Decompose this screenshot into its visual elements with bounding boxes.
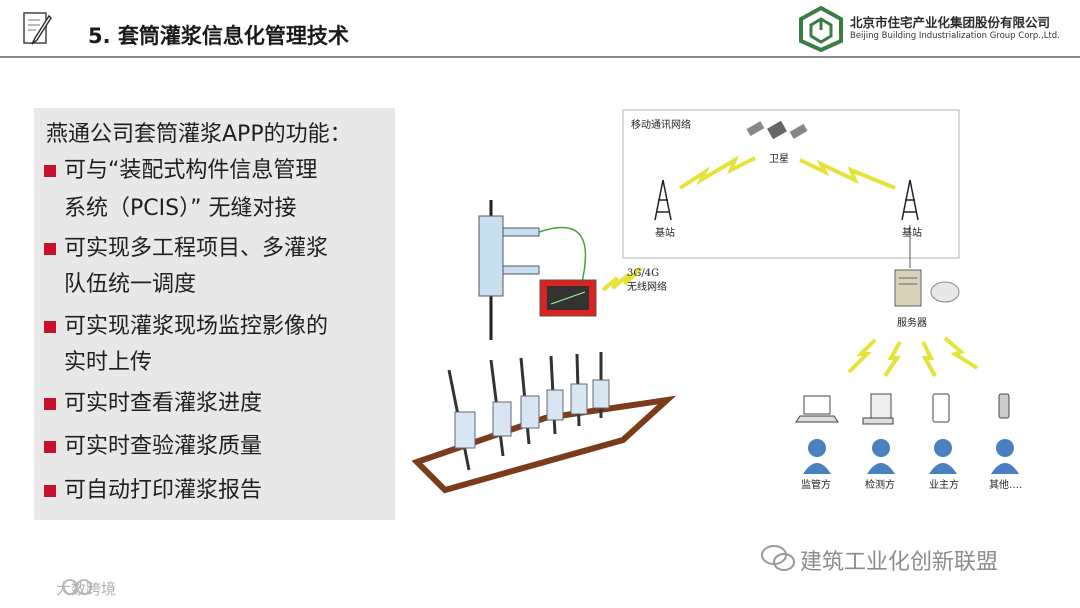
features-panel: 燕通公司套筒灌浆APP的功能： 可与“装配式构件信息管理 系统（PCIS）” 无… [34,108,395,520]
desktop-icon [862,393,894,425]
feature-text: 可实时查验灌浆质量 [64,434,263,459]
satellite-label: 卫星 [769,153,789,165]
feature-text: 可实现多工程项目、多灌浆 [64,236,329,261]
company-name-cn: 北京市住宅产业化集团股份有限公司 [850,15,1051,30]
network-label: 移动通讯网络 [631,118,691,131]
lightning-icon [883,341,902,378]
header-divider [0,56,1080,58]
feature-text: 可实现灌浆现场监控影像的 [64,314,329,339]
feature-text: 系统（PCIS）” 无缝对接 [64,196,297,221]
role-label: 监管方 [801,478,831,491]
bullet-marker [44,321,56,333]
bullet-marker [44,398,56,410]
laptop-icon [795,395,839,423]
role-label: 其他…. [989,478,1022,491]
satellite-icon [746,120,808,140]
server-icon [894,269,960,307]
base-station-label: 基站 [655,226,675,239]
feature-text: 队伍统一调度 [64,272,197,297]
bullet-marker [44,485,56,497]
watermark-text: 大数跨境 [56,580,117,598]
page-title: 5. 套筒灌浆信息化管理技术 [88,24,349,48]
role-label: 业主方 [929,478,959,491]
tablet-icon [932,393,950,423]
network-frame [622,109,960,259]
company-name-en: Beijing Building Industrialization Group… [850,31,1060,41]
lightning-icon [799,158,896,190]
lightning-icon [943,336,979,370]
feature-text: 可与“装配式构件信息管理 [64,158,318,183]
wireless-label: 无线网络 [627,280,667,293]
tower-icon [901,179,919,221]
person-icon [867,439,895,474]
bullet-marker [44,243,56,255]
company-logo [799,6,843,52]
lightning-icon [601,266,643,292]
watermark-logo [62,579,92,595]
base-station-label: 基站 [902,226,922,239]
monitor-device-icon [539,279,597,317]
role-label: 检测方 [865,478,895,491]
feature-text: 可自动打印灌浆报告 [64,478,263,503]
grouting-sensor-illustration [478,200,587,340]
person-icon [929,439,957,474]
feature-text: 实时上传 [64,350,153,375]
person-icon [803,439,831,474]
person-icon [991,439,1019,474]
sleeve-array-illustration [411,352,677,494]
wechat-icon [761,545,795,571]
network-diagram: 移动通讯网络 卫星 基站 基站 3G/4G 无线网络 服务器 [411,109,1022,494]
lightning-icon [678,155,756,190]
tower-icon [654,179,672,221]
server-label: 服务器 [897,316,927,329]
header: 5. 套筒灌浆信息化管理技术 北京市住宅产业化集团股份有限公司 Beijing … [0,0,1080,58]
wireless-label: 3G/4G [627,268,659,279]
feature-text: 可实时查看灌浆进度 [64,391,263,416]
bullet-marker [44,441,56,453]
pencil-icon [23,12,52,45]
lightning-icon [847,338,877,374]
lightning-icon [921,341,937,377]
bullet-marker [44,165,56,177]
watermark-text: 建筑工业化创新联盟 [800,550,999,575]
panel-title: 燕通公司套筒灌浆APP的功能： [46,122,352,147]
phone-icon [998,393,1010,419]
